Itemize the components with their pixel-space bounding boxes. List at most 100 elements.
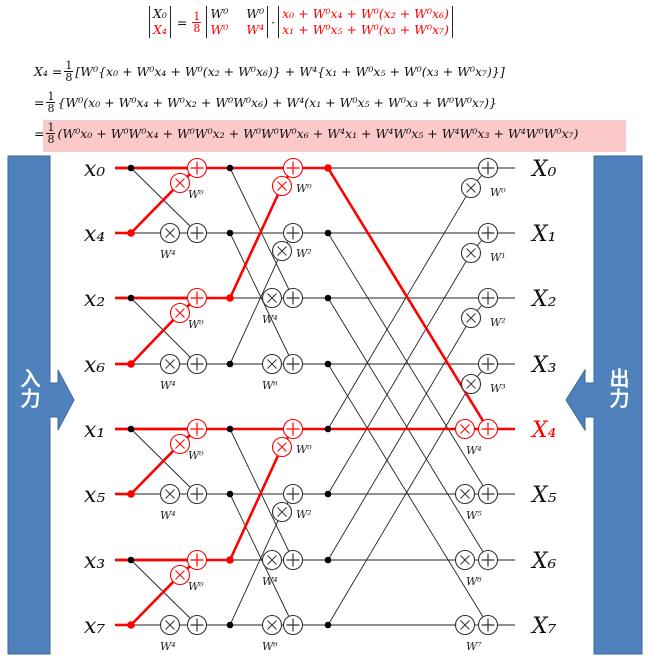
adder-node (282, 614, 304, 636)
adder-node (477, 418, 499, 440)
numerator: 1 (192, 9, 202, 23)
adder-node (186, 222, 208, 244)
plus-glyph (481, 357, 495, 371)
adder-node (477, 353, 499, 375)
expansion-body: (W⁰x₀ + W⁰W⁰x₄ + W⁰W⁰x₂ + W⁰W⁰W⁰x₆ + W⁴x… (57, 126, 579, 141)
junction-dot (226, 229, 234, 237)
plus-glyph (286, 618, 300, 632)
multiplier-node (261, 287, 283, 309)
output-label: X₀ (530, 157, 557, 182)
twiddle-label: W⁰ (490, 186, 506, 199)
twiddle-label: W⁰ (188, 449, 204, 462)
output-label: X₂ (530, 287, 556, 312)
junction-dot (324, 229, 332, 237)
numerator: 1 (46, 121, 56, 134)
input-label: x₂ (84, 287, 105, 312)
twiddle-label: W⁷ (466, 640, 482, 653)
twiddle-label: W⁴ (466, 444, 482, 457)
times-glyph (175, 308, 185, 318)
plus-glyph (481, 291, 495, 305)
plus-glyph (190, 161, 204, 175)
multiplier-node (159, 222, 181, 244)
plus-glyph (190, 357, 204, 371)
twiddle-label: W⁰ (188, 188, 204, 201)
junction-dot (324, 360, 332, 368)
cross-line (327, 232, 489, 495)
numerator: 1 (64, 59, 74, 72)
input-arrow-label: 入力 (17, 368, 41, 409)
multiplier-node (271, 501, 293, 523)
output-label: X₆ (530, 549, 557, 574)
adder-node (186, 353, 208, 375)
multiplier-node (169, 172, 191, 194)
times-glyph (165, 620, 175, 630)
times-glyph (165, 228, 175, 238)
plus-glyph (286, 226, 300, 240)
multiplier-node (169, 564, 191, 586)
junction-dot (127, 556, 135, 564)
adder-node (282, 418, 304, 440)
junction-dot (324, 294, 332, 302)
output-label: X₇ (530, 614, 557, 639)
times-glyph (175, 570, 185, 580)
plus-glyph (286, 161, 300, 175)
junction-dot (324, 164, 332, 172)
input-label: x₃ (84, 549, 105, 574)
junction-dot (226, 490, 234, 498)
plus-glyph (286, 422, 300, 436)
matrix-cell: W⁰ (210, 22, 229, 37)
twiddle-label: W³ (490, 382, 506, 395)
twiddle-label: W⁰ (188, 580, 204, 593)
plus-glyph (190, 291, 204, 305)
twiddle-label: W⁶ (466, 575, 482, 588)
lhs-x4: X₄ (153, 22, 167, 37)
input-label: x₄ (84, 222, 105, 247)
twiddle-label: W² (490, 316, 506, 329)
multiplier-node (271, 436, 293, 458)
rhs-row: x₁ + W⁰x₅ + W⁰(x₃ + W⁰x₇) (282, 22, 449, 37)
input-label: x₇ (84, 614, 105, 639)
times-glyph (267, 555, 277, 565)
times-glyph (175, 178, 185, 188)
plus-glyph (190, 487, 204, 501)
times-glyph (277, 442, 287, 452)
adder-node (477, 549, 499, 571)
adder-node (186, 287, 208, 309)
multiplier-node (271, 175, 293, 197)
expansion-lhs: = (34, 95, 45, 110)
adder-node (186, 157, 208, 179)
input-label: x₅ (84, 483, 105, 508)
plus-glyph (286, 487, 300, 501)
times-glyph (466, 183, 476, 193)
times-glyph (460, 489, 470, 499)
adder-node (282, 222, 304, 244)
plus-glyph (190, 422, 204, 436)
rhs-vector: x₀ + W⁰x₄ + W⁰(x₂ + W⁰x₆)x₁ + W⁰x₅ + W⁰(… (278, 6, 453, 38)
highlighted-equation-background (43, 120, 626, 152)
multiplier-node (460, 177, 482, 199)
multiplier-node (261, 549, 283, 571)
output-arrow (565, 155, 643, 655)
adder-node (477, 483, 499, 505)
junction-dot (324, 490, 332, 498)
plus-glyph (190, 618, 204, 632)
rhs-row: x₀ + W⁰x₄ + W⁰(x₂ + W⁰x₆) (282, 6, 449, 21)
multiplier-node (454, 418, 476, 440)
twiddle-label: W⁰ (188, 318, 204, 331)
output-label: X₁ (530, 222, 556, 247)
matrix-cell: W⁰ (246, 6, 265, 21)
expansion-body: [W⁰{x₀ + W⁰x₄ + W⁰(x₂ + W⁰x₆)} + W⁴{x₁ +… (75, 64, 505, 79)
cross-line (229, 493, 294, 626)
adder-node (477, 222, 499, 244)
denominator: 8 (47, 133, 55, 146)
junction-dot (226, 360, 234, 368)
times-glyph (460, 620, 470, 630)
output-label: X₃ (530, 353, 556, 378)
twiddle-label: W² (296, 247, 312, 260)
expansion-lhs: = (34, 126, 45, 141)
adder-node (186, 483, 208, 505)
twiddle-label: W⁵ (466, 509, 482, 522)
multiplier-node (454, 549, 476, 571)
